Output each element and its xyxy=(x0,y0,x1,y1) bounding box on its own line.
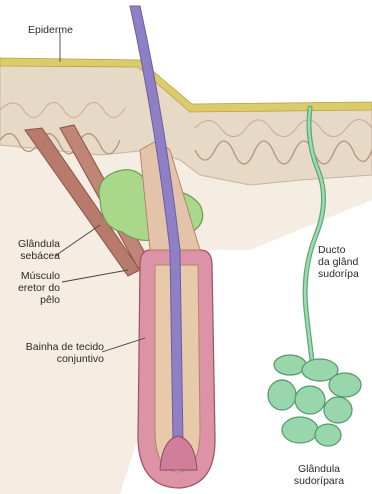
label-ducto: Ducto da glând sudorípa xyxy=(318,244,359,280)
label-glandula-sudoripara: Glândula sudorípara xyxy=(284,463,354,487)
sweat-gland xyxy=(268,355,361,446)
label-musculo-eretor: Músculo eretor do pêlo xyxy=(4,270,60,306)
label-bainha: Bainha de tecido conjuntivo xyxy=(4,341,104,365)
label-glandula-sebacea: Glândula sebácea xyxy=(4,238,60,262)
label-epiderme: Epiderme xyxy=(28,24,73,36)
